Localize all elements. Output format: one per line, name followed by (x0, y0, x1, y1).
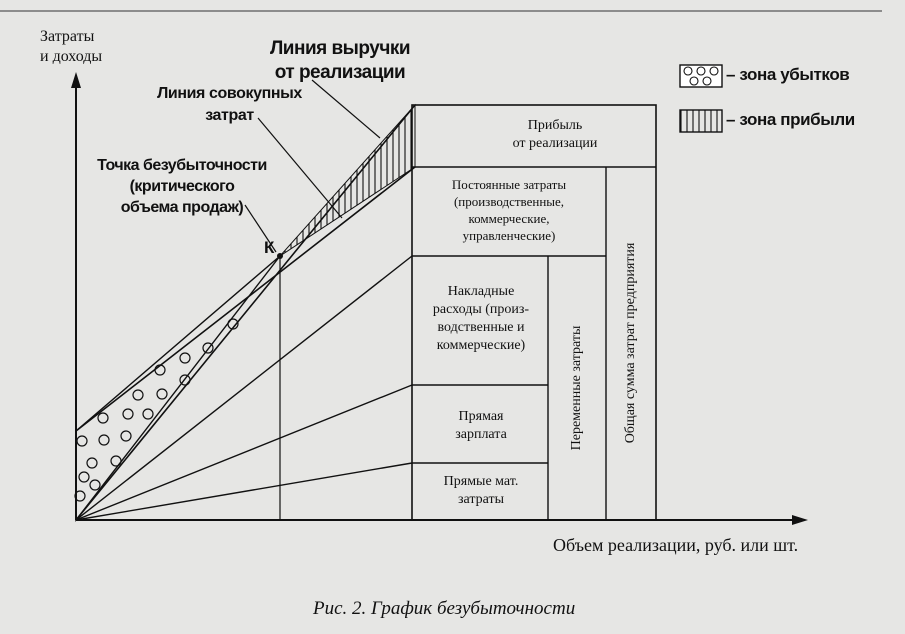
x-axis-label: Объем реализации, руб. или шт. (553, 535, 799, 555)
overhead-block-label: Накладные расходы (произ- водственные и … (432, 284, 530, 353)
fixed-costs-block-label: Постоянные затраты (производственные, ко… (451, 177, 567, 243)
profit-zone-legend-label: – зона прибыли (726, 110, 855, 129)
direct-materials-line (75, 462, 413, 521)
revenue-line-label: Линия выручки от реализации (269, 38, 411, 83)
y-axis-label: Затраты и доходы (40, 28, 103, 65)
total-cost-line-label: Линия совокупных затрат (157, 85, 302, 124)
profit-block-label: Прибыль от реализации (512, 118, 598, 151)
point-k (277, 253, 283, 259)
cost-blocks-frame (411, 104, 657, 521)
revenue-line (75, 104, 416, 521)
direct-wages-block-label: Прямая зарплата (455, 409, 507, 442)
variable-costs-line (75, 255, 413, 521)
total-cost-line (75, 166, 416, 432)
figure-caption: Рис. 2. График безубыточности (313, 598, 576, 619)
loss-zone-legend-swatch (679, 64, 723, 88)
direct-materials-block-label: Прямые мат. затраты (443, 474, 519, 507)
point-k-label: К (264, 238, 275, 257)
revenue-leader (311, 79, 381, 139)
profit-zone-legend-swatch (679, 109, 723, 133)
breakeven-leader (244, 204, 277, 253)
y-axis-arrow (71, 72, 81, 88)
direct-wages-line (75, 384, 413, 521)
total-costs-column-label: Общая сумма затрат предприятия (623, 242, 638, 444)
x-axis-arrow (792, 515, 808, 525)
loss-zone-legend-circles (683, 66, 719, 86)
total-cost-leader (257, 117, 343, 219)
breakeven-label: Точка безубыточности (критического объем… (97, 157, 267, 216)
profit-zone (279, 103, 416, 257)
variable-costs-column-label: Переменные затраты (569, 325, 584, 451)
loss-zone-legend-label: – зона убытков (726, 65, 850, 84)
